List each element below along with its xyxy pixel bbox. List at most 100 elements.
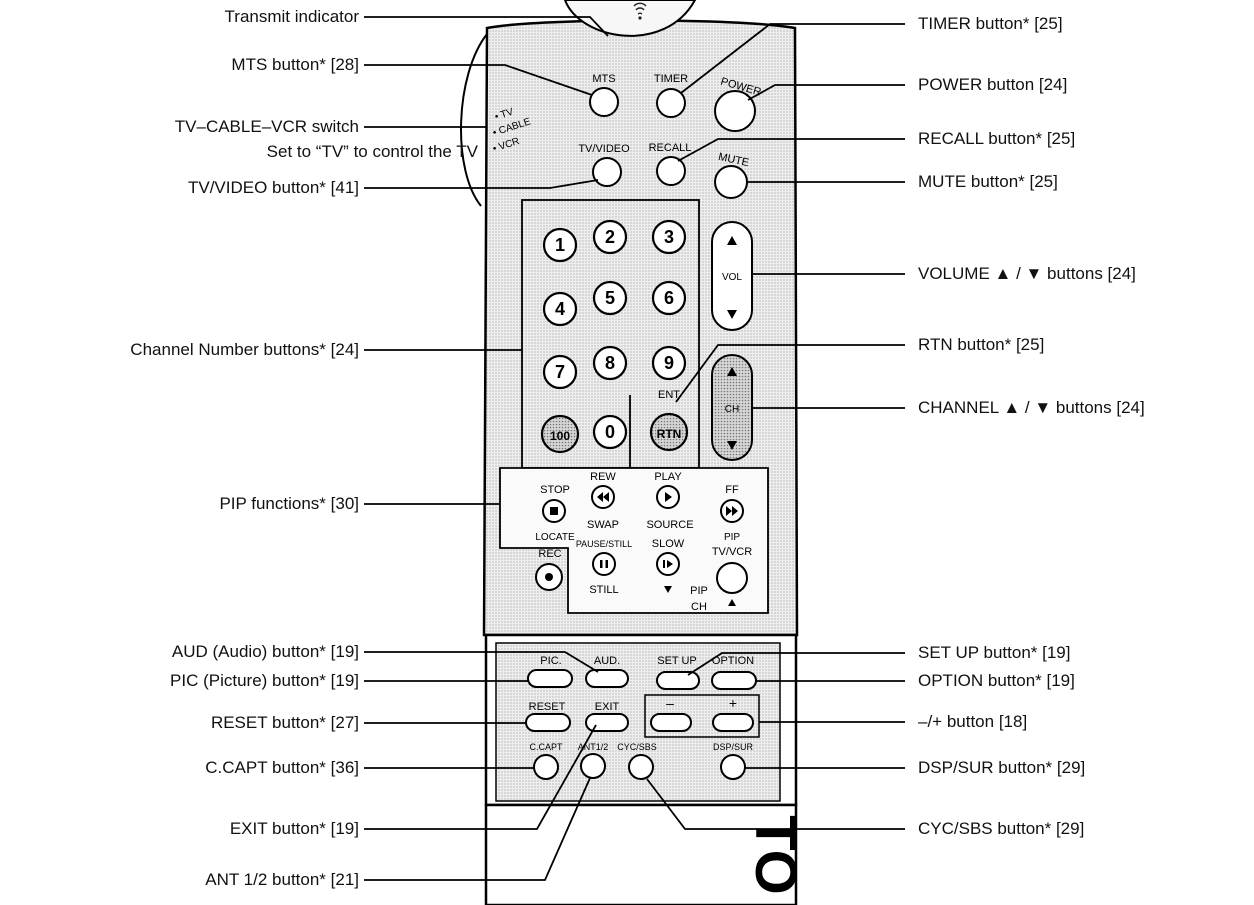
callout-option-button: OPTION button* [19]	[918, 671, 1075, 690]
digit-100-label: 100	[550, 429, 570, 443]
callout-channel-buttons: CHANNEL ▲ / ▼ buttons [24]	[918, 398, 1145, 417]
tv-cable-vcr-switch[interactable]	[460, 33, 488, 207]
digit-100-button[interactable]	[540, 414, 580, 454]
fast-forward-icon	[726, 506, 738, 516]
tv-video-button[interactable]	[592, 157, 622, 187]
callout-c-capt-button: C.CAPT button* [36]	[205, 758, 359, 777]
callout-exit-button: EXIT button* [19]	[229, 819, 359, 838]
set-up-button[interactable]	[656, 671, 700, 690]
volume-rocker[interactable]	[711, 221, 753, 331]
ent-label: ENT	[658, 389, 680, 401]
cyc-sbs-label: CYC/SBS	[617, 742, 657, 752]
callout-aud-button: AUD (Audio) button* [19]	[171, 642, 359, 661]
callout-recall-button: RECALL button* [25]	[918, 129, 1076, 148]
mts-label: MTS	[592, 73, 615, 85]
leader-ant	[364, 777, 591, 881]
ch-label: CH	[725, 404, 739, 415]
cyc-sbs-button[interactable]	[628, 754, 654, 780]
aud-button[interactable]	[585, 669, 629, 688]
still-label: STILL	[589, 584, 618, 596]
aud-label: AUD.	[594, 655, 620, 667]
stop-label: STOP	[540, 484, 570, 496]
leader-exit	[364, 724, 597, 830]
mts-button[interactable]	[589, 87, 619, 117]
timer-button[interactable]	[656, 88, 686, 118]
play-label: PLAY	[654, 471, 682, 483]
callout-tv-cable-vcr-switch: TV–CABLE–VCR switch	[174, 117, 359, 136]
digit-2-label: 2	[605, 227, 615, 247]
reset-button[interactable]	[525, 713, 571, 732]
c-capt-button[interactable]	[533, 754, 559, 780]
mute-button[interactable]	[714, 165, 748, 199]
digit-9-button[interactable]	[651, 345, 687, 381]
volume-down-icon[interactable]	[727, 310, 737, 319]
exit-button[interactable]	[585, 713, 629, 732]
minus-button[interactable]	[650, 713, 692, 732]
pause-still-button[interactable]	[592, 552, 616, 576]
callout-power-button: POWER button [24]	[918, 75, 1068, 94]
tvvideo-label: TV/VIDEO	[578, 143, 630, 155]
leader-set-up	[687, 652, 905, 676]
digit-8-button[interactable]	[592, 345, 628, 381]
digit-7-button[interactable]	[542, 354, 578, 390]
option-label: OPTION	[712, 655, 754, 667]
rew-label: REW	[590, 471, 616, 483]
recall-label: RECALL	[649, 142, 692, 154]
callout-reset-button: RESET button* [27]	[210, 713, 359, 732]
digit-1-button[interactable]	[542, 227, 578, 263]
channel-down-icon[interactable]	[727, 441, 737, 450]
ff-label: FF	[725, 484, 739, 496]
digit-rtn-label: RTN	[657, 427, 682, 441]
timer-label: TIMER	[654, 73, 688, 85]
digit-4-button[interactable]	[542, 291, 578, 327]
c-capt-label: C.CAPT	[529, 742, 563, 752]
dsp-sur-label: DSP/SUR	[713, 742, 754, 752]
tv-vcr-button[interactable]	[716, 562, 748, 594]
digit-3-label: 3	[664, 227, 674, 247]
pause-icon	[600, 560, 608, 568]
dsp-sur-button[interactable]	[720, 754, 746, 780]
ant-button[interactable]	[580, 753, 606, 779]
pic-button[interactable]	[527, 669, 573, 688]
leader-tv-video	[364, 179, 599, 189]
digit-rtn-button[interactable]	[649, 412, 689, 452]
recall-button[interactable]	[656, 156, 686, 186]
digit-2-button[interactable]	[592, 219, 628, 255]
channel-up-icon[interactable]	[727, 367, 737, 376]
digit-3-button[interactable]	[651, 219, 687, 255]
leader-mts	[364, 64, 593, 96]
play-icon	[665, 492, 672, 502]
callout-transmit-indicator: Transmit indicator	[224, 7, 359, 26]
digit-6-button[interactable]	[651, 280, 687, 316]
volume-up-icon[interactable]	[727, 236, 737, 245]
digit-5-label: 5	[605, 288, 615, 308]
pip-label: PIP	[724, 532, 740, 543]
exit-label: EXIT	[595, 701, 620, 713]
leader-recall	[677, 138, 905, 162]
digit-5-button[interactable]	[592, 280, 628, 316]
pause-still-label: PAUSE/STILL	[576, 539, 632, 549]
callout-channel-number-buttons: Channel Number buttons* [24]	[130, 340, 359, 359]
digit-6-label: 6	[664, 288, 674, 308]
power-button[interactable]	[714, 90, 756, 132]
digit-7-label: 7	[555, 362, 565, 382]
stop-icon	[550, 507, 558, 515]
callout-rtn-button: RTN button* [25]	[918, 335, 1045, 354]
tv-vcr-label: TV/VCR	[712, 546, 752, 558]
callout-pic-button: PIC (Picture) button* [19]	[170, 671, 359, 690]
rewind-icon	[597, 492, 609, 502]
plus-button[interactable]	[712, 713, 754, 732]
callout-ant-button: ANT 1/2 button* [21]	[205, 870, 359, 889]
digit-4-label: 4	[555, 299, 565, 319]
option-button[interactable]	[711, 671, 757, 690]
minus-label: –	[666, 695, 674, 711]
pip-ch-down-icon	[664, 586, 672, 593]
slow-icon	[663, 560, 673, 568]
callout-plus-minus-button: –/+ button [18]	[918, 712, 1028, 731]
leader-power	[747, 84, 905, 101]
leader-transmit	[364, 16, 609, 37]
callout-tv-video-button: TV/VIDEO button* [41]	[187, 178, 359, 197]
digit-0-button[interactable]	[592, 414, 628, 450]
